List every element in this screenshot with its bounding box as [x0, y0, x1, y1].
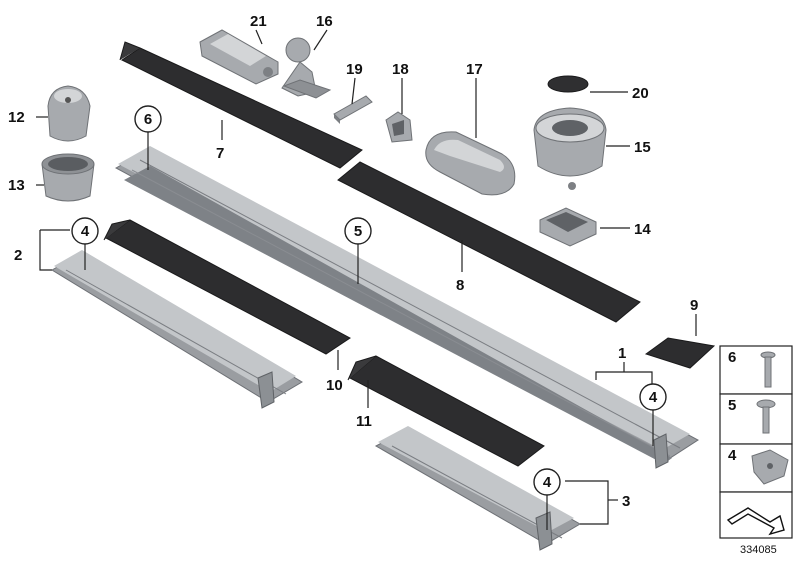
part-16-holder: [281, 37, 332, 99]
legend-cell-5: [719, 393, 793, 445]
label-20: 20: [632, 85, 649, 102]
part-15-housing: [533, 107, 607, 190]
leader-lines: [36, 29, 697, 530]
svg-text:4: 4: [543, 474, 552, 491]
part-17-cover: [425, 131, 516, 196]
label-7: 7: [216, 145, 224, 162]
part-21-bracket: [199, 29, 279, 85]
label-3: 3: [622, 493, 630, 510]
label-13: 13: [8, 177, 25, 194]
sill-rail-3: [374, 426, 582, 551]
screw-washer-icon: [756, 399, 776, 434]
label-4-circled-a: 4: [71, 217, 99, 245]
svg-text:5: 5: [354, 223, 362, 240]
part-14-module: [539, 207, 597, 247]
diagram-number: 334085: [740, 544, 777, 556]
label-14: 14: [634, 221, 651, 238]
label-18: 18: [392, 61, 409, 78]
sill-rail-1: [114, 146, 699, 469]
label-9: 9: [690, 297, 698, 314]
part-12-cap: [47, 85, 91, 142]
label-19: 19: [346, 61, 363, 78]
part-19-clip: [333, 95, 373, 124]
sill-rail-2: [51, 250, 303, 409]
floor-mat-10: [103, 219, 351, 355]
direction-arrow-icon: [726, 507, 785, 536]
legend-label-4: 4: [728, 447, 737, 464]
label-8: 8: [456, 277, 464, 294]
label-21: 21: [250, 13, 267, 30]
legend-label-5: 5: [728, 397, 736, 414]
part-18-clip: [385, 111, 413, 143]
label-5-circled: 5: [344, 217, 372, 245]
label-17: 17: [466, 61, 483, 78]
legend-label-6: 6: [728, 349, 736, 366]
floor-mat-11: [347, 355, 545, 467]
svg-text:6: 6: [144, 111, 152, 128]
svg-text:4: 4: [649, 389, 658, 406]
label-4-circled-b: 4: [639, 383, 667, 411]
floor-mat-7: [119, 41, 363, 169]
part-20-disc: [547, 75, 589, 93]
label-11: 11: [356, 413, 372, 430]
label-16: 16: [316, 13, 333, 30]
label-6-circled: 6: [134, 105, 162, 133]
fastener-legend: 6 5 4: [719, 345, 793, 539]
label-4-circled-c: 4: [533, 468, 561, 496]
floor-mat-9: [644, 337, 716, 369]
floor-mat-8: [337, 161, 641, 323]
screw-long-icon: [760, 351, 776, 388]
label-2: 2: [14, 247, 22, 264]
clip-nut-icon: [751, 449, 789, 485]
label-1: 1: [618, 345, 626, 362]
svg-text:4: 4: [81, 223, 90, 240]
label-15: 15: [634, 139, 651, 156]
part-13-ring: [41, 153, 95, 202]
label-12: 12: [8, 109, 25, 126]
legend-cell-6: [719, 345, 793, 395]
label-10: 10: [326, 377, 343, 394]
